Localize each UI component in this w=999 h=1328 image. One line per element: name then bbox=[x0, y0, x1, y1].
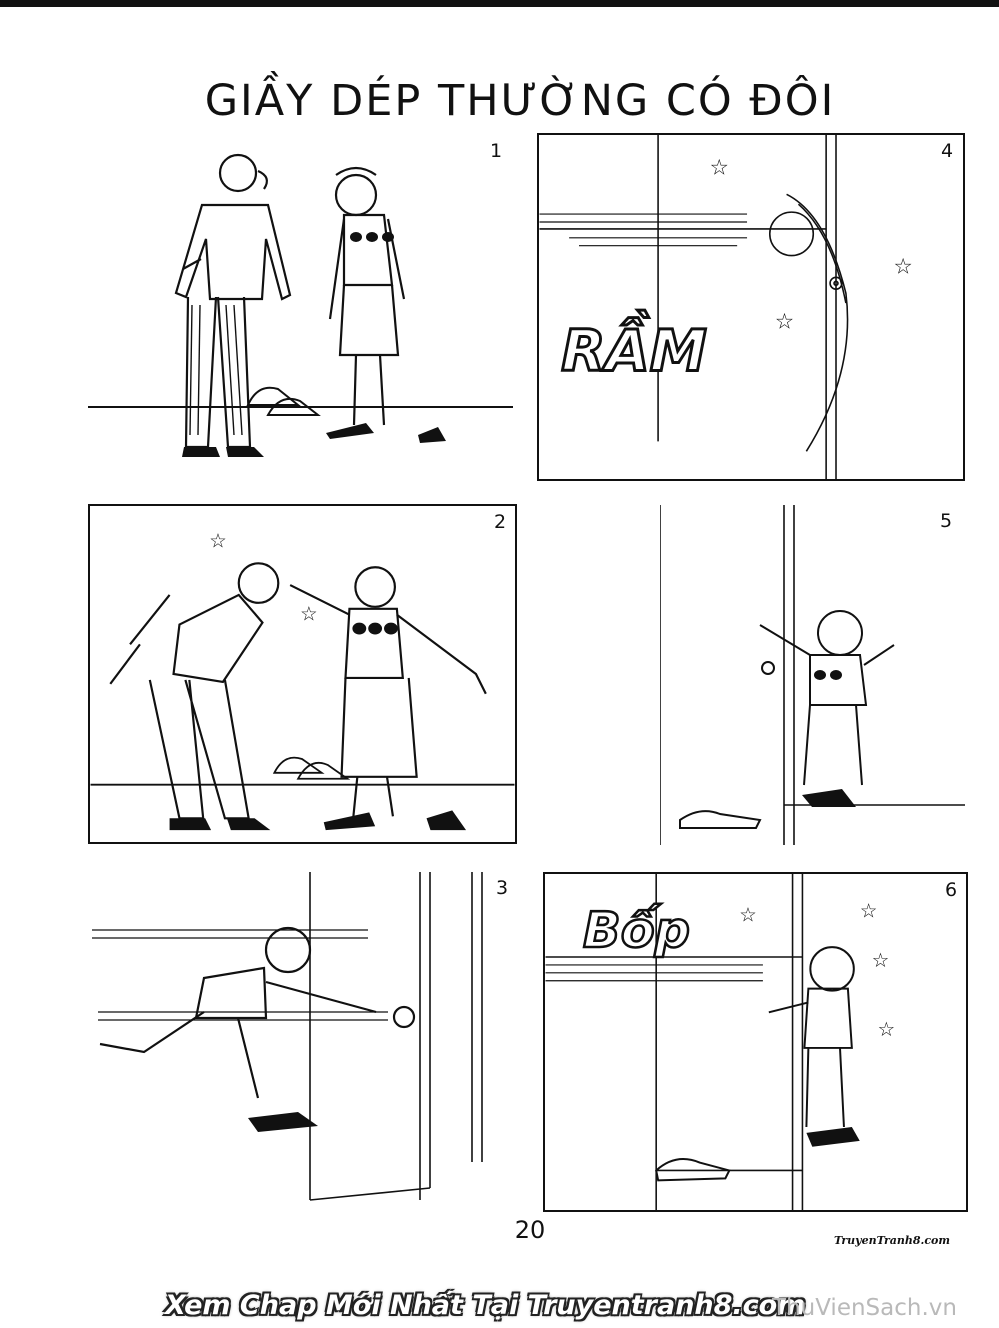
svg-text:☆: ☆ bbox=[739, 903, 757, 926]
panel-1-number: 1 bbox=[490, 140, 503, 162]
comic-panel-4: ☆ ☆ ☆ RẦM 4 bbox=[537, 133, 965, 481]
svg-text:☆: ☆ bbox=[893, 254, 913, 279]
panel-3-art bbox=[92, 872, 483, 1201]
panel-6-number: 6 bbox=[945, 879, 958, 901]
svg-text:☆: ☆ bbox=[775, 310, 795, 335]
svg-text:☆: ☆ bbox=[872, 949, 890, 972]
comic-panel-6: ☆ ☆ ☆ ☆ Bốp 6 bbox=[543, 872, 968, 1212]
panel-2-number: 2 bbox=[494, 511, 507, 533]
comic-panel-2: ☆☆ 2 bbox=[88, 504, 517, 844]
panel-1-art bbox=[88, 153, 513, 457]
publisher-credit: TruyenTranh8.com bbox=[834, 1234, 951, 1247]
panel-4-art: ☆ ☆ ☆ RẦM bbox=[539, 135, 913, 479]
top-border-rule bbox=[0, 0, 999, 7]
panel-5-number: 5 bbox=[940, 510, 953, 532]
panel-5-art bbox=[660, 505, 965, 845]
panel-4-number: 4 bbox=[941, 140, 954, 162]
svg-text:☆: ☆ bbox=[878, 1018, 896, 1041]
comic-panel-1: 1 bbox=[88, 135, 513, 475]
comic-panel-3: 3 bbox=[88, 872, 520, 1212]
svg-text:☆: ☆ bbox=[300, 603, 318, 626]
panel-6-art: ☆ ☆ ☆ ☆ Bốp bbox=[545, 874, 896, 1210]
watermark-site-text: ThuVienSach.vn bbox=[772, 1295, 957, 1321]
watermark-banner: Xem Chap Mới Nhất Tại Truyentranh8.com T… bbox=[0, 1282, 999, 1328]
panel-2-art: ☆☆ bbox=[90, 530, 515, 831]
svg-text:☆: ☆ bbox=[860, 899, 878, 922]
page-title: GIẦY DÉP THƯỜNG CÓ ĐÔI bbox=[204, 76, 836, 126]
panel-3-number: 3 bbox=[496, 877, 509, 899]
svg-text:☆: ☆ bbox=[709, 156, 729, 181]
comic-panel-5: 5 bbox=[660, 505, 965, 845]
svg-text:☆: ☆ bbox=[209, 530, 227, 553]
panel-6-sfx: Bốp bbox=[583, 901, 690, 959]
watermark-banner-text[interactable]: Xem Chap Mới Nhất Tại Truyentranh8.com bbox=[165, 1290, 806, 1321]
page-number: 20 bbox=[514, 1216, 546, 1244]
panel-4-sfx: RẦM bbox=[561, 309, 707, 384]
